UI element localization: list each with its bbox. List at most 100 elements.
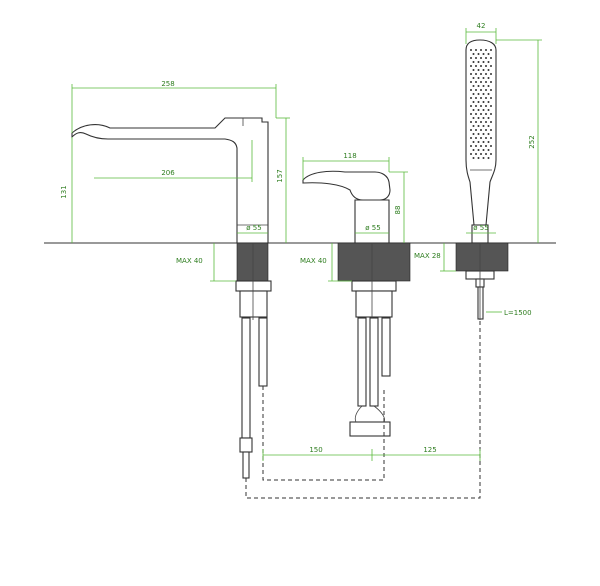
nozzle-dot xyxy=(470,137,472,139)
nozzle-dot xyxy=(475,73,477,75)
nozzle-dot xyxy=(477,93,480,95)
nozzle-dot xyxy=(477,149,480,151)
nozzle-dot xyxy=(472,117,475,119)
nozzle-dot xyxy=(490,65,492,67)
nozzle-dot xyxy=(485,121,487,123)
nozzle-dot xyxy=(485,89,487,91)
nozzle-dot xyxy=(480,113,482,115)
nozzle-dot xyxy=(482,125,485,127)
nozzle-dot xyxy=(480,73,482,75)
mixer-lever xyxy=(302,170,391,201)
dim-mixer-base-diameter: ø 55 xyxy=(365,224,380,232)
nozzle-dot xyxy=(470,57,472,59)
nozzle-dot xyxy=(470,121,472,123)
nozzle-dot xyxy=(475,129,477,131)
spout-hose-end xyxy=(242,451,250,479)
nozzle-dot xyxy=(477,61,480,63)
nozzle-dot xyxy=(475,137,477,139)
mixer-shank xyxy=(355,290,393,318)
nozzle-dot xyxy=(472,61,475,63)
nozzle-dot xyxy=(477,157,480,159)
connection-lines xyxy=(245,320,481,499)
nozzle-dot xyxy=(472,85,475,87)
nozzle-dot xyxy=(472,109,475,111)
nozzle-dot xyxy=(487,157,490,159)
nozzle-dot xyxy=(470,65,472,67)
spout-stone-mount xyxy=(236,242,269,282)
mixer-body xyxy=(354,199,390,244)
dashed-connection-outer xyxy=(245,320,481,499)
nozzle-dot xyxy=(480,121,482,123)
nozzle-dot xyxy=(475,105,477,107)
spacing-dimensions: 150 125 xyxy=(262,446,481,461)
nozzle-dot xyxy=(475,153,477,155)
dim-spout-length: 258 xyxy=(161,80,174,88)
nozzle-dot xyxy=(472,53,475,55)
mixer-hose-3 xyxy=(381,317,391,377)
nozzle-dot xyxy=(490,137,492,139)
spout-hose-left xyxy=(241,317,251,439)
mixer-stone-mount xyxy=(337,242,411,282)
nozzle-dot xyxy=(487,149,490,151)
spout-shank xyxy=(239,290,268,318)
nozzle-dot xyxy=(485,129,487,131)
nozzle-dot xyxy=(480,97,482,99)
nozzle-dot xyxy=(480,89,482,91)
nozzle-dot xyxy=(470,105,472,107)
nozzle-dot xyxy=(470,153,472,155)
nozzle-dot xyxy=(487,77,490,79)
nozzle-dot xyxy=(480,81,482,83)
mixer-unit xyxy=(302,170,411,437)
nozzle-dot xyxy=(477,109,480,111)
nozzle-dot xyxy=(480,129,482,131)
nozzle-dot xyxy=(475,81,477,83)
nozzle-dot xyxy=(482,157,485,159)
shower-hose-outlet xyxy=(477,286,484,320)
spout-nut xyxy=(235,280,272,292)
nozzle-dot xyxy=(485,81,487,83)
nozzle-dot xyxy=(475,57,477,59)
dim-spout-total-height: 157 xyxy=(276,169,284,182)
nozzle-dot xyxy=(480,65,482,67)
nozzle-dot xyxy=(487,125,490,127)
nozzle-dot xyxy=(490,57,492,59)
nozzle-dot xyxy=(487,53,490,55)
nozzle-dot xyxy=(482,53,485,55)
nozzle-dot xyxy=(477,125,480,127)
nozzle-dot xyxy=(490,81,492,83)
dashed-connection-inner xyxy=(262,386,385,481)
nozzle-dot xyxy=(480,49,482,51)
nozzle-dot xyxy=(485,49,487,51)
nozzle-dot xyxy=(487,101,490,103)
nozzle-dot xyxy=(490,129,492,131)
shower-dimensions: 42 252 ø 55 MAX 28 L=1500 xyxy=(414,22,542,317)
nozzle-dot xyxy=(487,117,490,119)
nozzle-dot xyxy=(482,61,485,63)
nozzle-dot xyxy=(477,85,480,87)
nozzle-dot xyxy=(490,97,492,99)
nozzle-dot xyxy=(477,117,480,119)
mixer-hose-fittings xyxy=(349,421,391,437)
nozzle-dot xyxy=(475,97,477,99)
nozzle-dot xyxy=(487,141,490,143)
spout-hose-fitting xyxy=(239,437,253,453)
nozzle-dot xyxy=(472,133,475,135)
nozzle-dot xyxy=(470,129,472,131)
nozzle-dot xyxy=(472,93,475,95)
nozzle-dot xyxy=(482,149,485,151)
nozzle-dot xyxy=(482,109,485,111)
nozzle-dot xyxy=(472,125,475,127)
nozzle-dot xyxy=(485,73,487,75)
nozzle-dot xyxy=(477,53,480,55)
dim-spout-reach: 206 xyxy=(161,169,175,177)
spout-unit xyxy=(71,117,272,479)
mixer-hose-1 xyxy=(357,317,367,407)
hand-shower-unit xyxy=(455,39,509,320)
nozzle-dot xyxy=(485,105,487,107)
dim-spout-max40: MAX 40 xyxy=(176,257,203,265)
nozzle-dot xyxy=(480,105,482,107)
nozzle-dot xyxy=(477,133,480,135)
nozzle-dot xyxy=(485,57,487,59)
nozzle-dot xyxy=(482,101,485,103)
spout-body xyxy=(71,117,269,244)
